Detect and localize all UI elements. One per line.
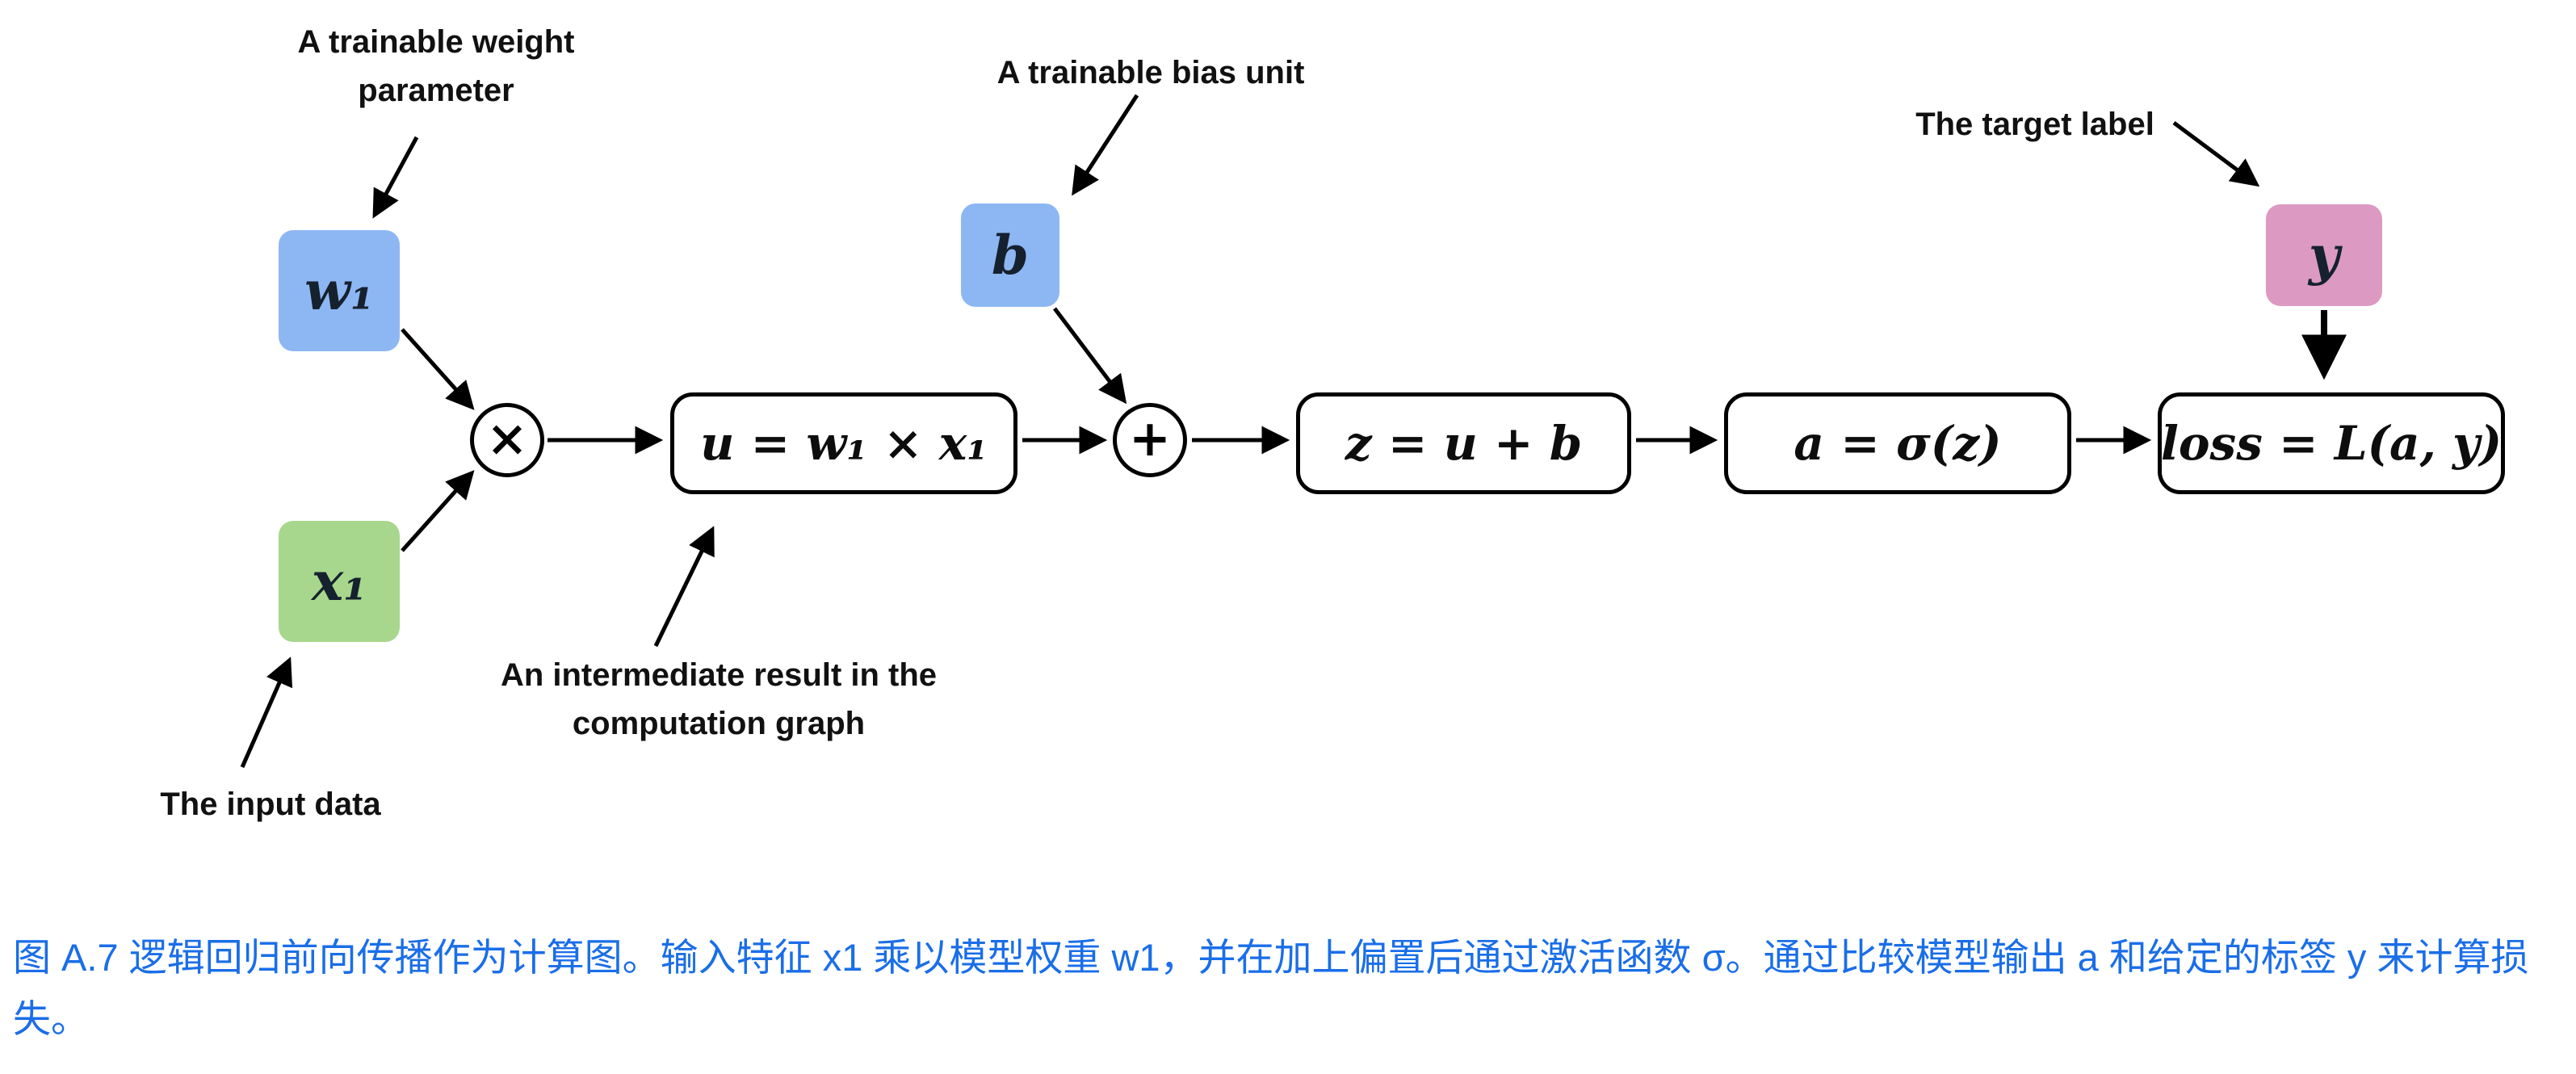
annotation-intermediate-line1: An intermediate result in the <box>500 657 938 693</box>
node-a-equation: a = σ(z) <box>1724 392 2071 494</box>
add-operator-node: + <box>1113 403 1187 477</box>
arrow-input-label-to-x1 <box>240 657 293 769</box>
bias-b-box: b <box>961 203 1059 307</box>
annotation-trainable-weight-line2: parameter <box>358 73 514 108</box>
arrow-weight-label-to-w1 <box>372 136 419 219</box>
annotation-target-label: The target label <box>1915 107 2154 142</box>
node-z-equation: z = u + b <box>1296 392 1631 494</box>
weight-w1-box: w₁ <box>279 230 400 351</box>
annotation-intermediate-result: An intermediate result in the computatio… <box>468 651 969 748</box>
node-u-equation: u = w₁ × x₁ <box>670 392 1017 494</box>
arrow-b-to-plus <box>1053 307 1127 405</box>
figure-caption: 图 A.7 逻辑回归前向传播作为计算图。输入特征 x1 乘以模型权重 w1，并在… <box>13 936 2529 1041</box>
arrow-intermediate-label-to-u <box>653 526 715 648</box>
annotation-trainable-bias: A trainable bias unit <box>996 55 1305 90</box>
annotation-trainable-weight-line1: A trainable weight <box>297 24 575 60</box>
annotation-trainable-weight: A trainable weight parameter <box>266 18 606 115</box>
arrow-w1-to-multiply <box>401 328 475 410</box>
multiply-operator-node: × <box>470 403 544 477</box>
annotation-input-data: The input data <box>160 787 381 822</box>
arrow-x1-to-multiply <box>401 470 475 552</box>
arrow-bias-label-to-b <box>1072 94 1139 196</box>
annotation-intermediate-line2: computation graph <box>572 706 866 741</box>
target-y-box: y <box>2266 204 2382 306</box>
node-loss-equation: loss = L(a, y) <box>2158 392 2505 494</box>
input-x1-box: x₁ <box>279 521 400 642</box>
